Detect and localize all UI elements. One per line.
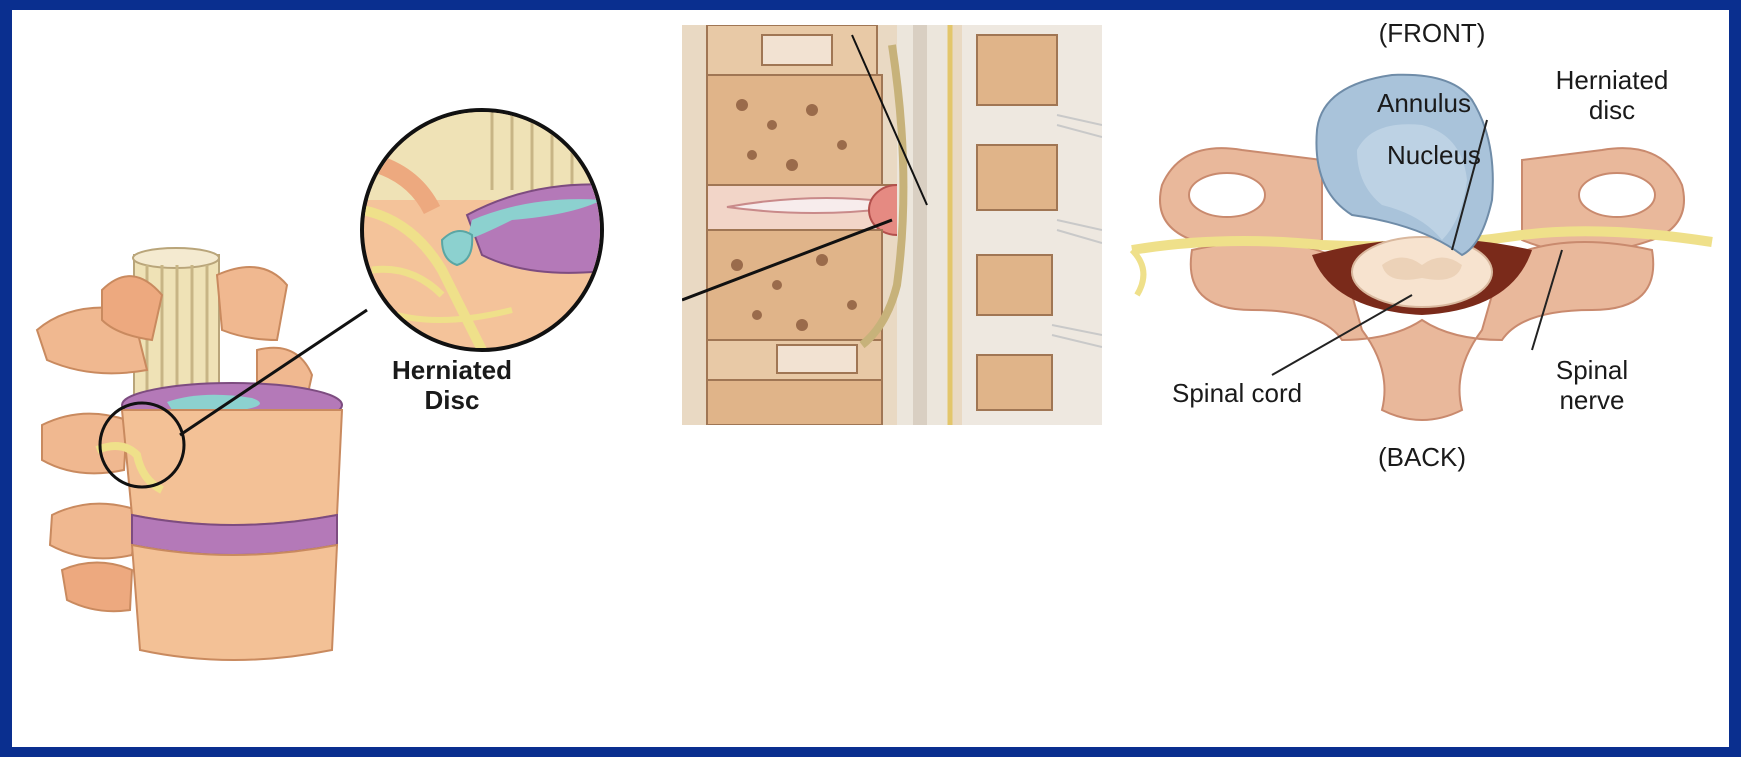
spinal-nerve-label: Spinal nerve — [1537, 355, 1647, 415]
sagittal-drawing — [682, 25, 1102, 425]
front-label: (FRONT) — [1362, 18, 1502, 48]
herniated-line2: disc — [1537, 95, 1687, 125]
annulus-label: Annulus — [1377, 88, 1471, 118]
back-label: (BACK) — [1352, 442, 1492, 472]
spinal-cord-label: Spinal cord — [1172, 378, 1302, 408]
sagittal-section — [682, 25, 1102, 425]
herniated-line1: Herniated — [1537, 65, 1687, 95]
herniated-disc-callout-label: Herniated Disc — [387, 355, 517, 415]
spinal-nerve-line1: Spinal — [1537, 355, 1647, 385]
vertebra-illustration: Herniated Disc — [12, 10, 612, 710]
nucleus-label: Nucleus — [1387, 140, 1481, 170]
herniated-disc-label: Herniated disc — [1537, 65, 1687, 125]
spinal-nerve-line2: nerve — [1537, 385, 1647, 415]
callout-label-line2: Disc — [387, 385, 517, 415]
axial-section: (FRONT) Annulus Nucleus Herniated disc S… — [1122, 10, 1722, 490]
vertebra-drawing — [12, 10, 612, 710]
callout-label-line1: Herniated — [387, 355, 517, 385]
slide-canvas: Herniated Disc — [12, 10, 1729, 747]
